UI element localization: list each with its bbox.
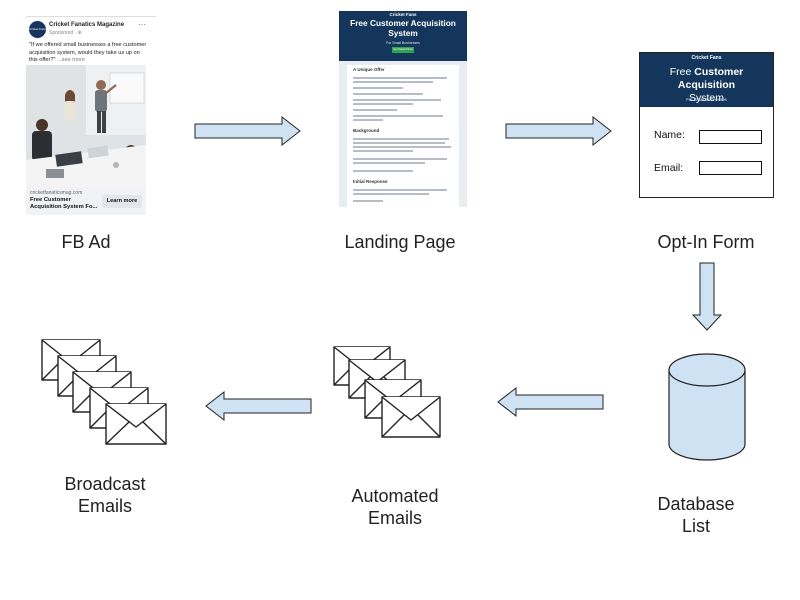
text-line [353,158,447,160]
landing-subtitle: For Small Businesses [386,41,420,45]
landing-title-bold: Free Customer Acquisition [350,18,456,28]
see-more-link: ...see more [57,57,85,63]
broadcast-emails-envelopes-icon [41,339,167,445]
automated-emails-label-line1: Automated [351,486,439,506]
landing-page-label: Landing Page [344,232,456,252]
database-cylinder-icon [668,353,746,461]
text-line [353,103,413,105]
optin-form-label: Opt-In Form [657,232,755,252]
landing-header: Cricket Fans Free Customer Acquisition S… [339,11,467,61]
ad-domain: cricketfanaticsmag.com [30,190,83,196]
name-field[interactable] [699,130,762,144]
optin-subtitle: For Small Businesses [686,97,727,102]
page-avatar: Cricket Fans [29,21,46,38]
automated-emails-label: Automated Emails [330,485,460,529]
broadcast-emails-label-line2: Emails [77,496,132,516]
post-text: "If we offered small businesses a free c… [29,42,147,65]
text-line [353,77,447,79]
text-line [353,170,413,172]
landing-logo: Cricket Fans [389,12,417,17]
optin-title-bold: Customer Acquisition [677,66,744,91]
text-line [353,109,397,111]
broadcast-emails-label-line1: Broadcast [64,474,146,494]
landing-body: A Unique Offer Background Initial Respon… [347,65,459,207]
arrow-down [691,262,723,331]
section-heading-offer: A Unique Offer [353,67,385,72]
text-line [353,146,451,148]
optin-header: Cricket Fans Free Customer Acquisition S… [640,53,773,107]
meeting-photo-illustration [26,65,146,187]
section-heading-background: Background [353,128,380,133]
database-label-line1: Database [657,494,735,514]
fb-ad-label: FB Ad [61,232,111,252]
text-line [353,93,423,95]
section-heading-response: Initial Response [353,179,388,184]
text-line [353,193,429,195]
more-options-icon: ··· [138,20,146,29]
post-body: "If we offered small businesses a free c… [29,42,147,63]
email-field[interactable] [699,161,762,175]
arrow-right-1 [194,115,301,147]
optin-title-part1: Free [669,66,695,78]
broadcast-emails-label: Broadcast Emails [40,473,170,517]
text-line [353,81,433,83]
text-line [353,99,441,101]
landing-title-rest: System [388,28,418,38]
automated-emails-label-line2: Emails [367,508,422,528]
ad-footer: cricketfanaticsmag.com Free Customer Acq… [26,187,146,215]
optin-title: Free Customer Acquisition System [644,66,769,105]
ad-photo [26,65,146,187]
text-line [353,142,445,144]
landing-page-mockup: Cricket Fans Free Customer Acquisition S… [339,11,467,207]
fb-ad-mockup: Cricket Fans Cricket Fanatics Magazine S… [26,16,156,215]
text-line [353,200,383,202]
text-line [353,189,447,191]
optin-title-part2: System [688,92,724,104]
learn-more-button[interactable]: Learn more [102,195,142,208]
database-label: Database List [636,493,756,537]
optin-form-mockup: Cricket Fans Free Customer Acquisition S… [639,52,774,198]
optin-logo: Cricket Fans [691,55,722,61]
arrow-left-2 [205,390,312,422]
arrow-left-1 [497,386,604,418]
text-line [353,162,425,164]
landing-cta-button[interactable]: Get Started Now [392,47,414,53]
database-label-line2: List [681,516,710,536]
arrow-right-2 [505,115,612,147]
automated-emails-envelopes-icon [333,346,441,438]
name-label: Name: [654,129,685,141]
text-line [353,87,403,89]
ad-headline: Free Customer Acquisition System Fo... [30,197,98,210]
landing-title: Free Customer Acquisition System [347,18,459,38]
text-line [353,115,443,117]
text-line [353,138,449,140]
sponsored-tag: Sponsored · ⊕ [49,30,82,36]
email-label: Email: [654,162,684,174]
page-name: Cricket Fanatics Magazine [49,22,125,28]
text-line [353,119,383,121]
text-line [353,150,413,152]
